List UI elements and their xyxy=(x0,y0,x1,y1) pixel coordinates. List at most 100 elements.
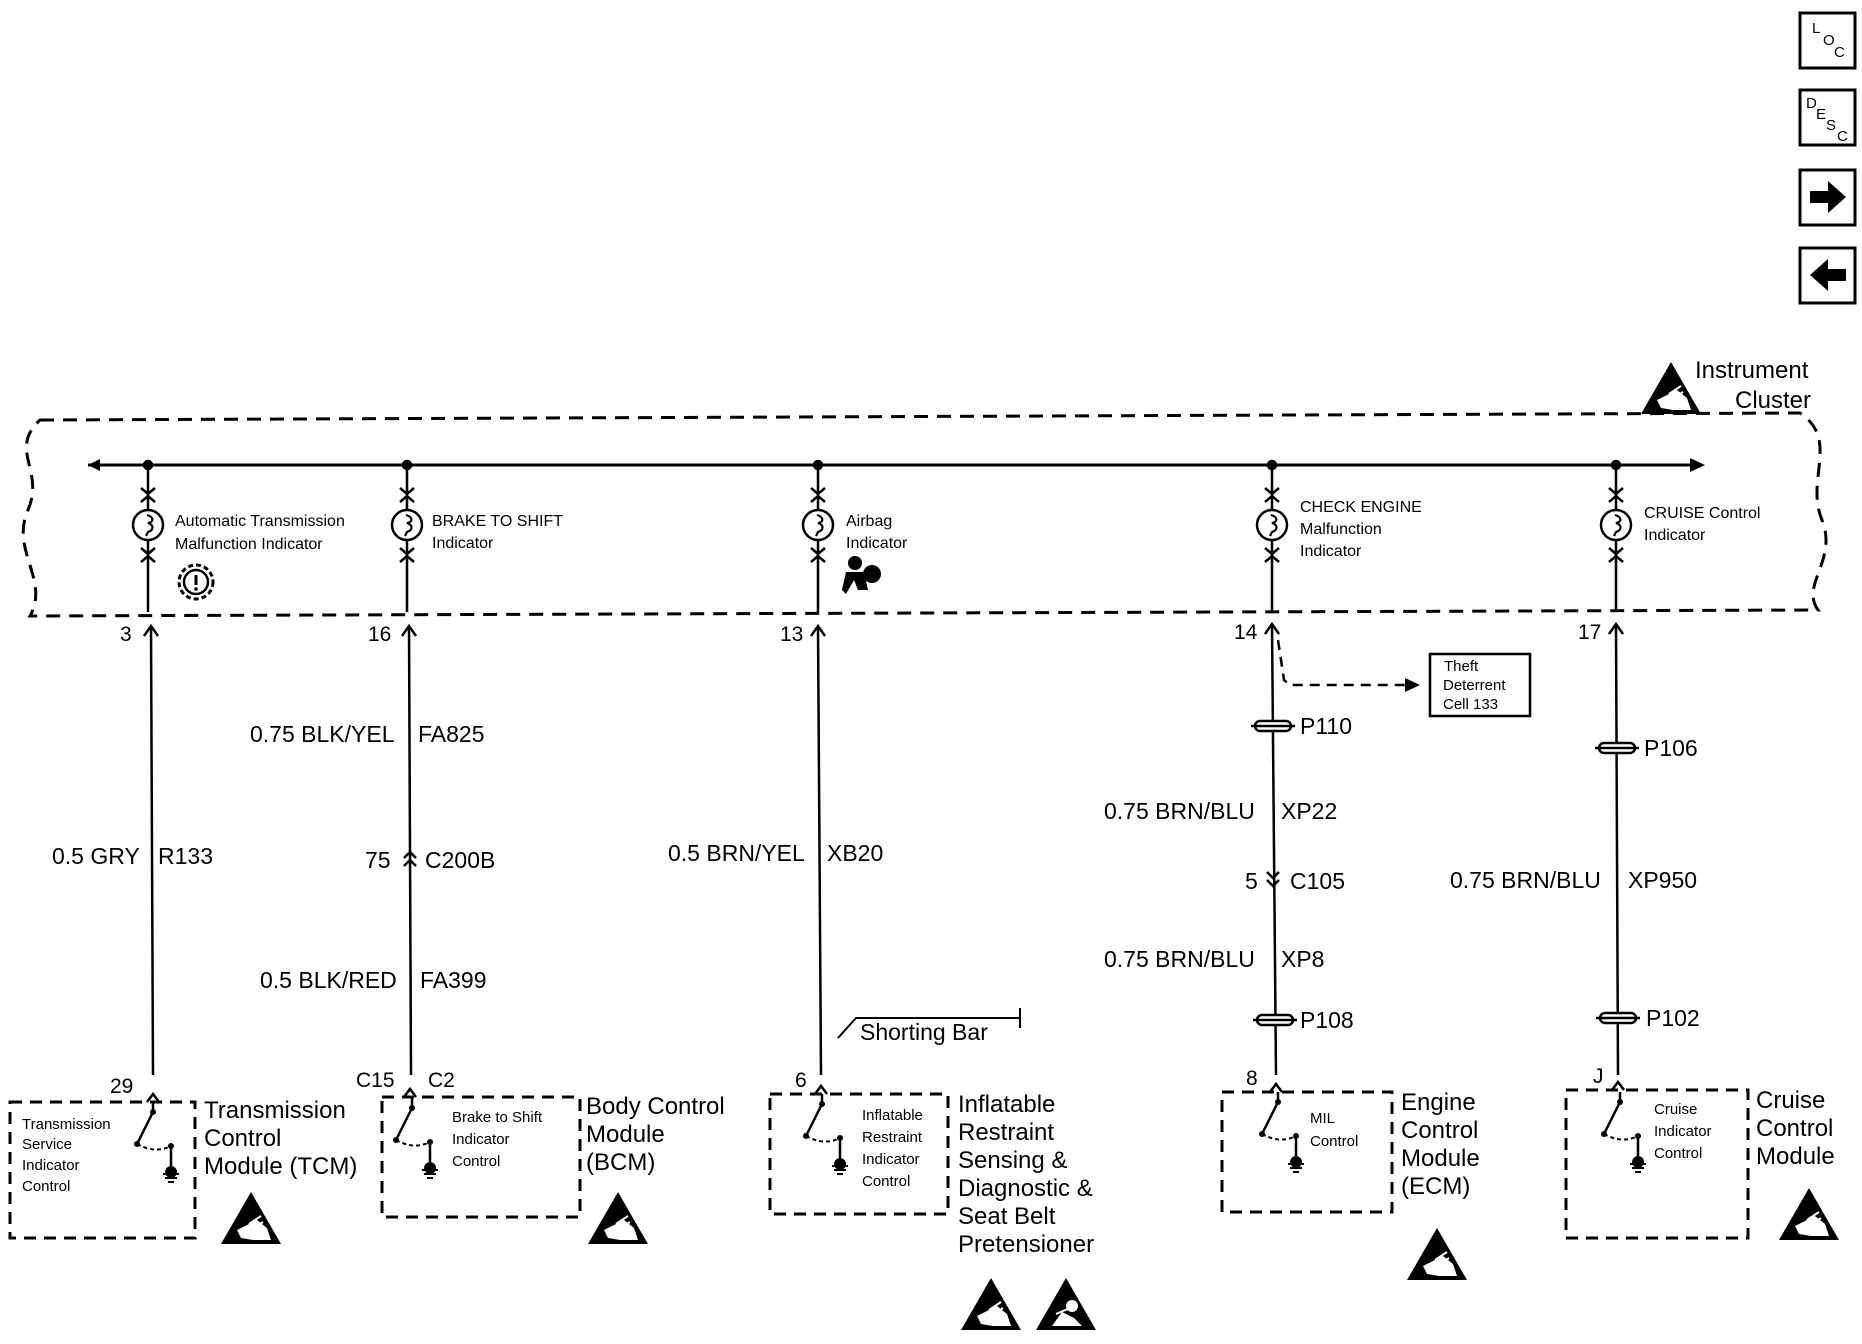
sdm-title-line4: Diagnostic & xyxy=(958,1175,1093,1202)
splice-p110-label: P110 xyxy=(1300,713,1352,739)
cruise-inner-line3: Control xyxy=(1654,1145,1702,1162)
wire-xp8-circuit: XP8 xyxy=(1281,946,1324,972)
wire-r133-size: 0.5 GRY xyxy=(52,843,140,869)
back-button[interactable] xyxy=(1798,246,1857,305)
connector-c200b-pin: 75 xyxy=(365,847,391,873)
bulb-icon xyxy=(131,508,165,542)
sdm-inner-line4: Control xyxy=(862,1173,910,1190)
sdm-title-line5: Seat Belt xyxy=(958,1203,1056,1230)
bcm-pin-c2: C2 xyxy=(428,1069,455,1092)
indicator-4-label-line2: Malfunction xyxy=(1300,521,1382,538)
theft-ref-line1: Theft xyxy=(1444,658,1479,675)
cluster-title-line1: Instrument xyxy=(1695,357,1809,384)
cluster-title-line2: Cluster xyxy=(1735,387,1811,414)
indicator-1-label-line2: Malfunction Indicator xyxy=(175,536,323,553)
ecm-title-line4: (ECM) xyxy=(1401,1173,1470,1200)
cruise-inner-line2: Indicator xyxy=(1654,1123,1712,1140)
esd-warning-icon xyxy=(1778,1187,1840,1241)
indicator-5-label-line2: Indicator xyxy=(1644,527,1706,544)
indicator-3-label-line2: Indicator xyxy=(846,535,908,552)
ecm-module: MIL Control xyxy=(1220,1081,1394,1214)
esd-warning-icon xyxy=(960,1277,1022,1331)
instrument-cluster: Instrument Cluster xyxy=(21,357,1828,618)
wire-r133-circuit: R133 xyxy=(158,843,213,869)
splice-p110 xyxy=(1249,719,1297,733)
indicator-1-label-line1: Automatic Transmission xyxy=(175,513,345,530)
sdm-inner-line2: Restraint xyxy=(862,1129,923,1146)
cruise-module: Cruise Indicator Control xyxy=(1564,1079,1750,1240)
cluster-pin-13: 13 xyxy=(780,623,803,646)
cruise-pin-j: J xyxy=(1593,1065,1604,1088)
power-bus xyxy=(88,458,1705,472)
loc-label-c: C xyxy=(1834,44,1845,61)
airbag-warning-icon xyxy=(1035,1277,1097,1331)
tcm-inner-line3: Indicator xyxy=(22,1157,80,1174)
bulb-icon xyxy=(1255,508,1289,542)
bcm-inner-line3: Control xyxy=(452,1153,500,1170)
splice-p102-label: P102 xyxy=(1646,1005,1700,1031)
wire-fa399-size: 0.5 BLK/RED xyxy=(260,967,397,993)
wire-xb20-circuit: XB20 xyxy=(827,840,883,866)
wire-xp950 xyxy=(1607,621,1625,1076)
sdm-module: Inflatable Restraint Indicator Control xyxy=(768,1083,950,1216)
transmission-malfunction-icon xyxy=(177,563,215,601)
tcm-inner-line4: Control xyxy=(22,1178,70,1195)
desc-button[interactable]: D E S C xyxy=(1798,88,1857,147)
arrow-left-icon xyxy=(1810,259,1846,291)
ecm-inner-line1: MIL xyxy=(1310,1110,1335,1127)
theft-ref-line2: Deterrent xyxy=(1443,677,1506,694)
airbag-indicator-icon xyxy=(842,556,881,594)
bcm-inner-line2: Indicator xyxy=(452,1131,510,1148)
tcm-module: Transmission Service Indicator Control xyxy=(8,1091,197,1240)
sdm-title-line3: Sensing & xyxy=(958,1147,1067,1174)
tcm-inner-line1: Transmission xyxy=(22,1116,111,1133)
wire-xp22-xp8 xyxy=(1263,621,1281,1076)
indicator-3-label-line1: Airbag xyxy=(846,513,892,530)
wire-xb20 xyxy=(809,623,827,1076)
cruise-title-line2: Control xyxy=(1756,1115,1833,1142)
sdm-title-line2: Restraint xyxy=(958,1119,1054,1146)
forward-button[interactable] xyxy=(1798,168,1857,227)
wire-xp950-size: 0.75 BRN/BLU xyxy=(1450,867,1601,893)
wire-r133 xyxy=(142,623,160,1076)
bulb-icon xyxy=(1599,508,1633,542)
splice-p102 xyxy=(1594,1011,1642,1025)
sdm-pin-6: 6 xyxy=(795,1069,807,1092)
theft-deterrent-reference: Theft Deterrent Cell 133 xyxy=(1276,639,1532,718)
indicator-2-label-line2: Indicator xyxy=(432,535,494,552)
tcm-inner-line2: Service xyxy=(22,1136,72,1153)
bcm-title-line1: Body Control xyxy=(586,1093,725,1120)
tcm-pin-29: 29 xyxy=(110,1075,133,1098)
indicator-4-label-line1: CHECK ENGINE xyxy=(1300,499,1422,516)
bcm-pin-c15: C15 xyxy=(356,1069,395,1092)
ecm-title-line3: Module xyxy=(1401,1145,1480,1172)
connector-c105-pin: 5 xyxy=(1245,868,1258,894)
tcm-title-line2: Control xyxy=(204,1125,281,1152)
arrow-right-icon xyxy=(1810,181,1846,213)
cruise-title-line1: Cruise xyxy=(1756,1087,1825,1114)
cruise-title-line3: Module xyxy=(1756,1143,1835,1170)
wire-xb20-size: 0.5 BRN/YEL xyxy=(668,840,805,866)
cluster-pin-14: 14 xyxy=(1234,621,1258,644)
esd-warning-icon xyxy=(587,1191,649,1245)
desc-label-d: D xyxy=(1806,95,1817,112)
bulb-icon xyxy=(801,508,835,542)
tcm-title-line1: Transmission xyxy=(204,1097,346,1124)
ecm-inner-line2: Control xyxy=(1310,1133,1358,1150)
tcm-title-line3: Module (TCM) xyxy=(204,1153,357,1180)
indicator-4-label-line3: Indicator xyxy=(1300,543,1362,560)
wire-fa825-fa399 xyxy=(400,623,418,1076)
bulb-icon xyxy=(390,508,424,542)
ecm-title-line1: Engine xyxy=(1401,1089,1476,1116)
shorting-bar: Shorting Bar xyxy=(837,1008,1021,1045)
splice-p108 xyxy=(1251,1013,1299,1027)
sdm-title-line1: Inflatable xyxy=(958,1091,1055,1118)
wire-xp22-size: 0.75 BRN/BLU xyxy=(1104,798,1255,824)
loc-button[interactable]: L O C xyxy=(1798,11,1857,70)
esd-warning-icon xyxy=(1406,1227,1468,1281)
bcm-title-line3: (BCM) xyxy=(586,1149,655,1176)
ecm-pin-8: 8 xyxy=(1246,1067,1258,1090)
cluster-pin-17: 17 xyxy=(1578,621,1601,644)
connector-c200b: C200B xyxy=(425,847,495,873)
connector-c105: C105 xyxy=(1290,868,1345,894)
